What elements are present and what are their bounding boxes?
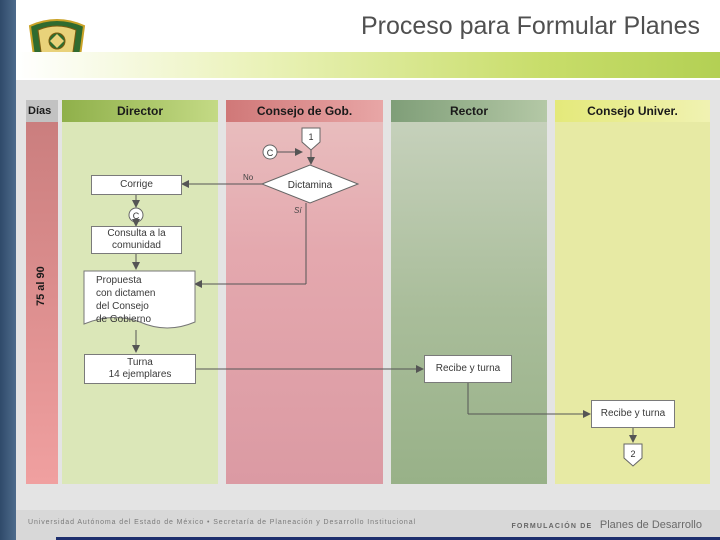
- header-band: [16, 52, 720, 78]
- turna-line1: Turna: [127, 357, 153, 368]
- lane-header-dias: Días: [26, 100, 58, 122]
- lane-header-consejo-gob: Consejo de Gob.: [226, 100, 383, 122]
- lane-consejo-gob: [226, 100, 383, 484]
- footer-rule: [56, 537, 720, 540]
- consulta-box: Consulta a la comunidad: [91, 226, 182, 254]
- days-range-label: 75 al 90: [35, 266, 47, 306]
- days-range-text: 75 al 90: [35, 266, 47, 306]
- univ-recibe-label: Recibe y turna: [600, 408, 666, 419]
- lane-header-director: Director: [62, 100, 218, 122]
- lane-header-consejo-univ: Consejo Univer.: [555, 100, 710, 122]
- lane-rector: [391, 100, 547, 484]
- propuesta-line4: de Gobierno: [96, 314, 152, 325]
- propuesta-text: Propuesta con dictamen del Consejo de Go…: [96, 274, 155, 326]
- turna-box: Turna 14 ejemplares: [84, 354, 196, 384]
- rector-recibe-label: Recibe y turna: [435, 363, 501, 374]
- left-edge-bar: [0, 0, 16, 540]
- footer: Universidad Autónoma del Estado de Méxic…: [16, 510, 720, 540]
- consulta-line1: Consulta a la: [107, 228, 166, 239]
- corrige-label: Corrige: [120, 179, 153, 190]
- corrige-box: Corrige: [91, 175, 182, 195]
- footer-section-title: Planes de Desarrollo: [599, 519, 702, 531]
- footer-section-prefix: FORMULACIÓN DE: [511, 523, 593, 530]
- lane-header-rector: Rector: [391, 100, 547, 122]
- lane-dias: [26, 100, 58, 484]
- footer-section: FORMULACIÓN DE Planes de Desarrollo: [511, 515, 702, 533]
- propuesta-line1: Propuesta: [96, 275, 142, 286]
- turna-line2: 14 ejemplares: [108, 369, 172, 380]
- rector-recibe-box: Recibe y turna: [424, 355, 512, 383]
- univ-recibe-box: Recibe y turna: [591, 400, 675, 428]
- consulta-line2: comunidad: [112, 240, 161, 251]
- footer-institution: Universidad Autónoma del Estado de Méxic…: [28, 519, 416, 526]
- page-title: Proceso para Formular Planes: [360, 12, 700, 40]
- propuesta-line3: del Consejo: [96, 301, 149, 312]
- propuesta-line2: con dictamen: [96, 288, 156, 299]
